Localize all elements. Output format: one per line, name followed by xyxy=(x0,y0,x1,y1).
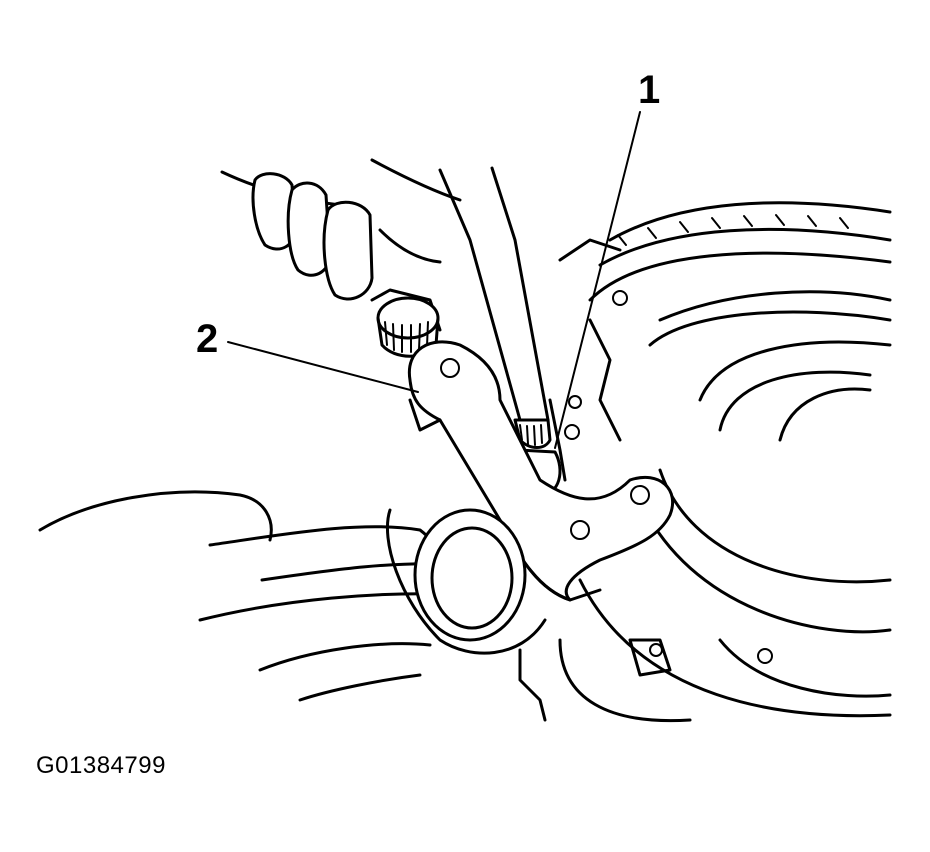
splined-gear xyxy=(376,296,440,358)
transmission-housing xyxy=(558,201,892,723)
leader-line-1 xyxy=(554,111,641,449)
callout-1: 1 xyxy=(638,68,660,112)
figure-id: G01384799 xyxy=(36,752,166,779)
leader-line-2 xyxy=(227,341,419,393)
bearing-ring xyxy=(385,508,547,722)
callout-2: 2 xyxy=(196,317,218,361)
upper-hand xyxy=(220,158,462,332)
